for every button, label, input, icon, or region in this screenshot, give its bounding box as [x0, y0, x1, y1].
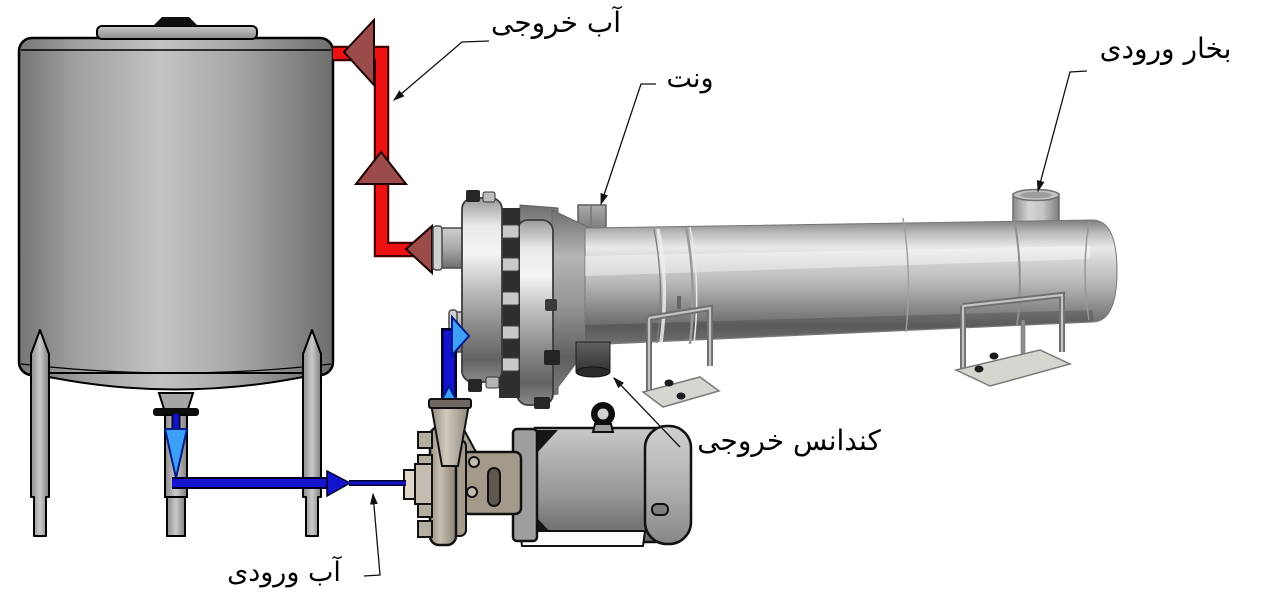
motor-cap-bolt — [651, 503, 669, 516]
tank-body — [17, 36, 335, 377]
steam-inlet-nozzle — [1012, 188, 1060, 225]
hx-flange-rear — [516, 219, 554, 406]
tank-leg-center-foot — [166, 496, 186, 537]
hx-water-outlet-stub — [432, 225, 466, 271]
hot-flow-arrow-up — [353, 150, 409, 185]
hx-strap-1 — [684, 226, 694, 345]
hx-seam-3 — [1013, 217, 1021, 327]
suction-flow-arrow — [326, 469, 352, 498]
storage-tank — [17, 17, 335, 537]
motor-lifting-eye — [591, 402, 615, 433]
hot-pipe-outline — [333, 45, 459, 258]
hx-seam-1 — [656, 228, 667, 344]
hx-shell — [584, 219, 1118, 346]
pump-discharge-funnel — [428, 398, 472, 467]
tank-leg-right — [302, 329, 322, 537]
leader-condensate-outlet — [613, 377, 681, 448]
hx-seam-2 — [902, 217, 910, 333]
hot-water-pipe — [333, 17, 459, 276]
hx-saddle-support-right — [953, 291, 1073, 387]
label-water-outlet: آب خروجی — [491, 6, 621, 39]
motor-base-rail — [518, 530, 647, 547]
saddle-left-base — [641, 376, 721, 408]
label-vent: ونت — [666, 63, 714, 94]
electric-motor — [511, 402, 693, 547]
label-steam-inlet: بخار ورودی — [1099, 32, 1232, 65]
hx-saddle-support-left — [641, 296, 721, 408]
condensate-nozzle — [575, 341, 611, 378]
tank-lid-knob — [153, 17, 198, 26]
hx-strap-1-highlight — [689, 226, 698, 345]
leader-steam-inlet — [1036, 70, 1088, 193]
hx-shell-highlight — [585, 246, 1090, 276]
hot-flow-arrow-top — [342, 17, 375, 88]
hx-cap-weld — [1084, 221, 1090, 321]
motor-body — [533, 426, 659, 544]
motor-front-wedge-top — [536, 430, 558, 454]
leader-vent — [600, 83, 656, 206]
leader-lines — [363, 40, 1088, 577]
leader-water-outlet — [393, 40, 490, 101]
label-water-inlet: آب ورودی — [227, 557, 341, 588]
cold-flow-arrow-right — [451, 314, 471, 358]
hx-flange-pair — [461, 190, 560, 409]
hot-flow-arrow-left — [404, 223, 433, 276]
pump-suction-inlet — [403, 463, 433, 505]
cold-flow-arrow-down — [163, 428, 189, 479]
tank-lid — [96, 25, 258, 40]
tank-dished-bottom — [29, 372, 323, 391]
shell-and-tube-heat-exchanger — [432, 188, 1118, 409]
hx-flange-front — [461, 197, 503, 383]
tank-leg-left — [30, 329, 50, 537]
hot-pipe — [333, 48, 459, 255]
hx-seam-1-edge — [653, 228, 661, 344]
pump-bearing-bracket — [461, 450, 523, 516]
label-condensate-outlet: کندانس خروجی — [697, 424, 881, 457]
drain-nozzle — [157, 392, 195, 410]
leader-water-inlet — [363, 492, 381, 577]
saddle-right-base — [953, 349, 1073, 387]
